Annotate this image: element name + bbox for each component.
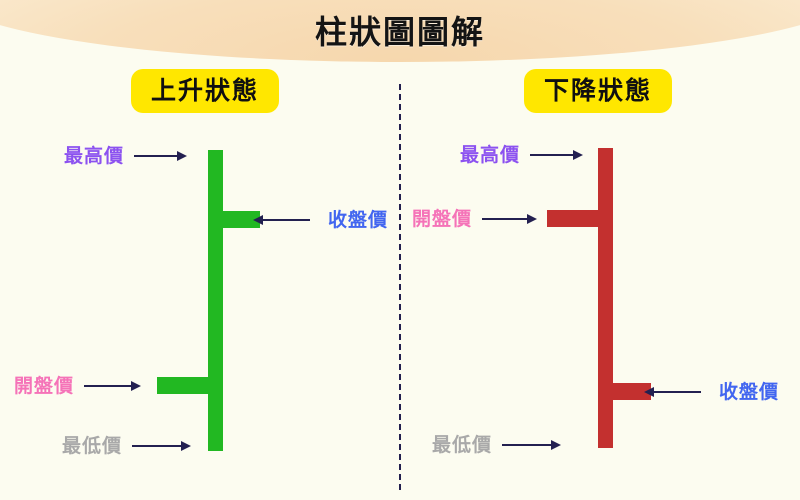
arrow-right-icon [132, 441, 192, 451]
badge-bearish: 下降狀態 [524, 69, 672, 113]
annotation-bullish-close-label: 收盤價 [328, 209, 389, 231]
bearish-high-low-stem [598, 148, 613, 448]
page-title: 柱狀圖圖解 [314, 13, 485, 51]
arrow-left-icon [253, 215, 310, 225]
bullish-high-low-stem [208, 150, 223, 451]
annotation-bullish-close: 收盤價 [253, 205, 389, 235]
panel-bullish: 上升狀態 最高價 收盤價 開盤價 最低價 [14, 69, 389, 461]
arrow-right-icon [134, 151, 188, 161]
annotation-bearish-open-label: 開盤價 [412, 208, 473, 230]
panel-bearish: 下降狀態 最高價 開盤價 收盤價 最低價 [400, 0, 800, 500]
annotation-bullish-open-label: 開盤價 [14, 375, 75, 397]
annotation-bullish-low: 最低價 [62, 431, 192, 461]
arrow-right-icon [84, 381, 142, 391]
annotation-bearish-low: 最低價 [432, 430, 562, 460]
annotation-bearish-high-label: 最高價 [460, 144, 521, 166]
annotation-bullish-high: 最高價 [64, 141, 188, 171]
panel-divider [399, 84, 401, 490]
badge-bullish: 上升狀態 [131, 69, 279, 113]
annotation-bullish-open: 開盤價 [14, 371, 142, 401]
arrow-right-icon [482, 214, 538, 224]
annotation-bullish-low-label: 最低價 [62, 435, 123, 457]
bullish-close-tick [208, 211, 260, 228]
bearish-open-tick [547, 210, 598, 227]
arrow-left-icon [644, 387, 701, 397]
annotation-bearish-low-label: 最低價 [432, 434, 493, 456]
bearish-close-tick [598, 383, 651, 400]
annotation-bearish-open: 開盤價 [412, 204, 538, 234]
arrow-right-icon [502, 440, 562, 450]
annotation-bearish-close-label: 收盤價 [719, 381, 780, 403]
bullish-open-tick [157, 377, 208, 394]
arrow-right-icon [530, 150, 584, 160]
annotation-bullish-high-label: 最高價 [64, 145, 125, 167]
annotation-bearish-close: 收盤價 [644, 377, 780, 407]
annotation-bearish-high: 最高價 [460, 140, 584, 170]
